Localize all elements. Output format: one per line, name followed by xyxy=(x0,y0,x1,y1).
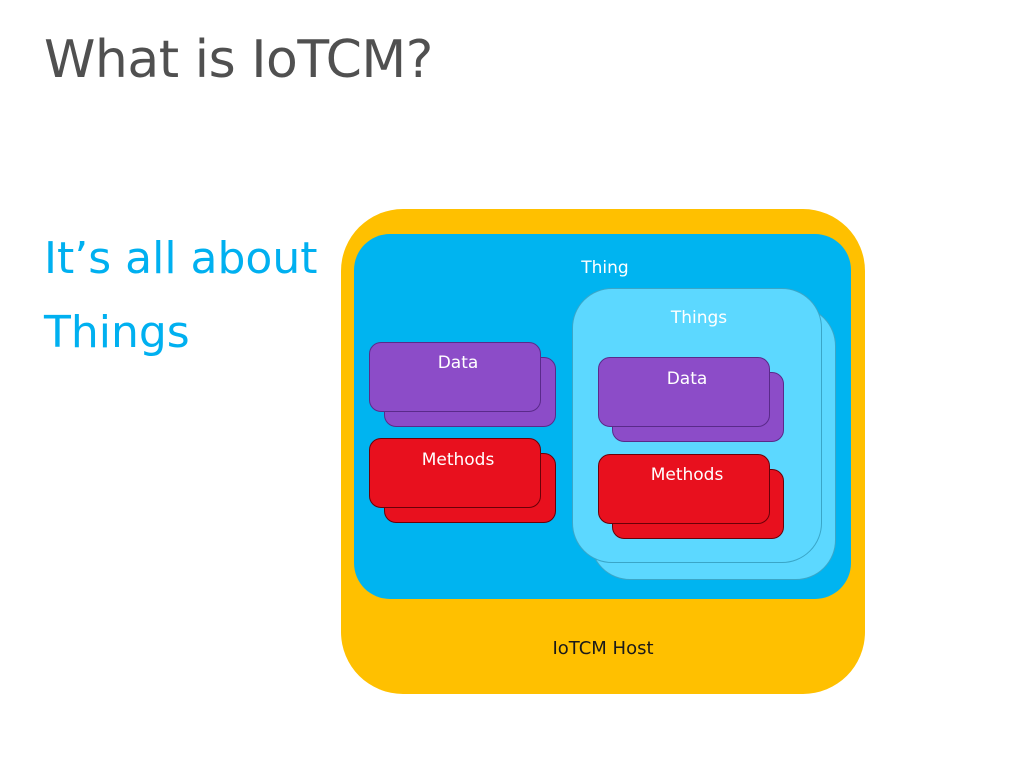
slide-title: What is IoTCM? xyxy=(44,30,433,90)
thing-label: Thing xyxy=(581,258,629,278)
data-card-front xyxy=(369,342,541,412)
iotcm-host-label: IoTCM Host xyxy=(552,638,654,659)
inner-data-card-front xyxy=(598,357,770,427)
things-label: Things xyxy=(670,308,728,328)
data-label: Data xyxy=(437,353,479,373)
inner-data-label: Data xyxy=(666,369,708,389)
methods-label: Methods xyxy=(421,450,495,470)
inner-methods-card-front xyxy=(598,454,770,524)
inner-methods-label: Methods xyxy=(650,465,724,485)
slide-subtitle: It’s all about Things xyxy=(44,233,318,358)
methods-card-front xyxy=(369,438,541,508)
